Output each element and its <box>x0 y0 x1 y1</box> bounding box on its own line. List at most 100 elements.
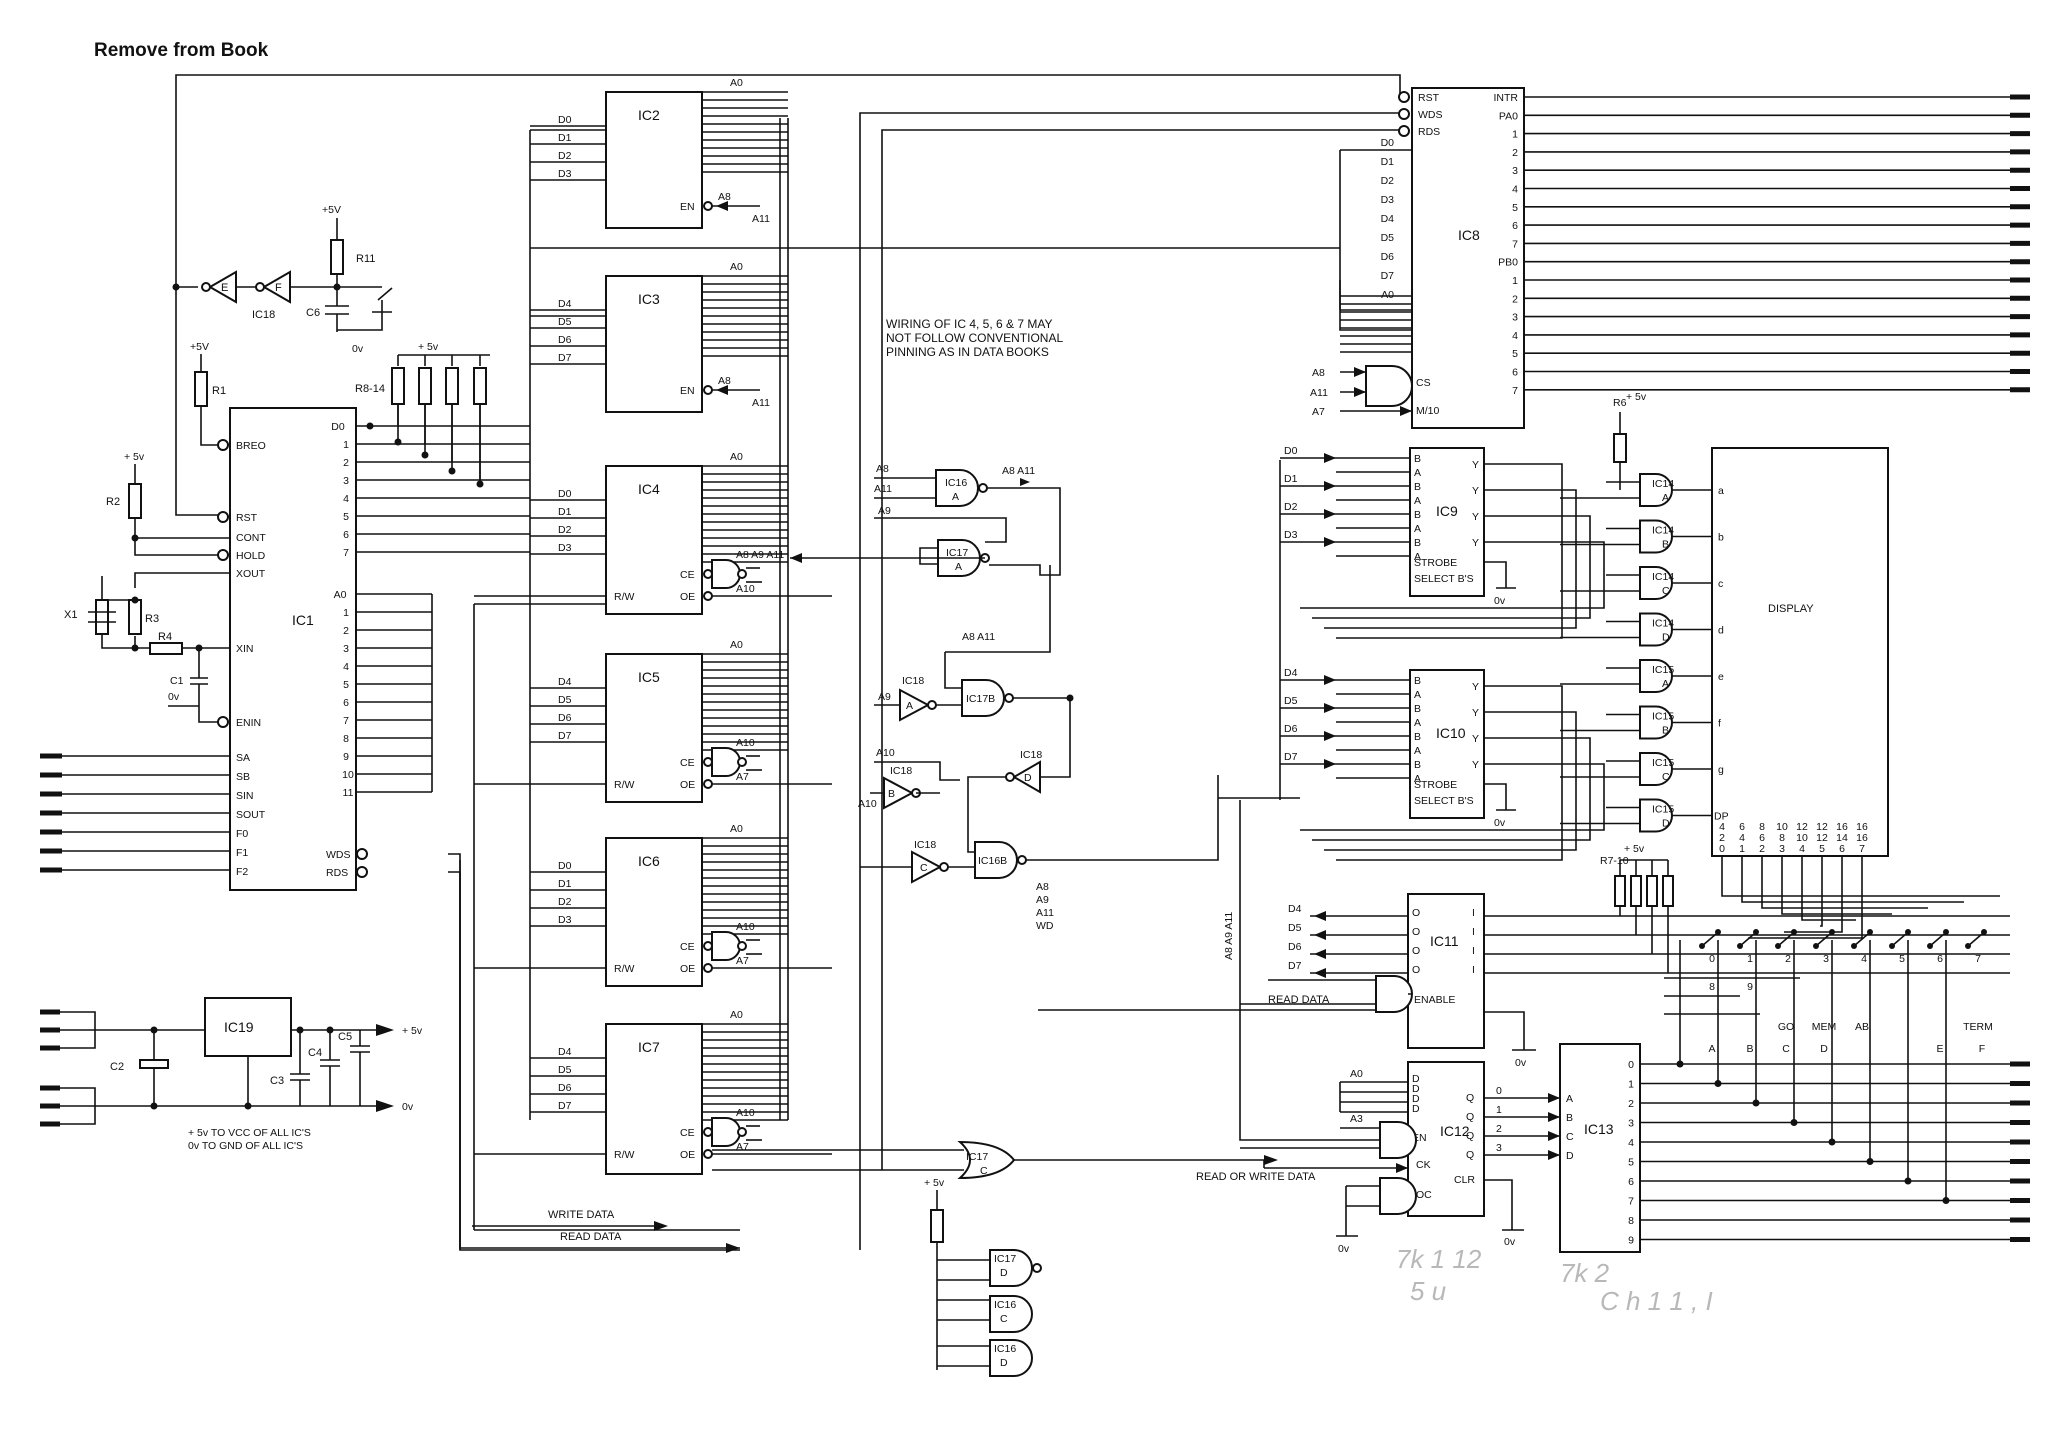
ic19-label: IC19 <box>224 1019 254 1035</box>
memory-en-label: EN <box>680 201 695 213</box>
ic9-body <box>1409 447 1485 597</box>
ic1-pin-d7: 7 <box>343 547 349 559</box>
c6-ground: 0v <box>352 343 364 355</box>
display-segment-pin: c <box>1718 578 1723 590</box>
ic1-data-bus <box>356 372 530 553</box>
junction <box>333 283 341 291</box>
ic16c-unit: C <box>1000 1313 1008 1325</box>
segment-gate-label: IC15 <box>1652 757 1674 769</box>
ic10-data-label: D6 <box>1284 723 1298 735</box>
junction <box>244 1102 252 1110</box>
segment-gate-unit: D <box>1662 632 1670 644</box>
memory-data-label: D6 <box>558 712 572 724</box>
display-digit-mid: 12 <box>1816 832 1828 844</box>
ic1-pin-a10: 10 <box>342 769 354 781</box>
ic12-body <box>1407 1061 1485 1217</box>
ic16b-label: IC16B <box>978 855 1007 867</box>
segment-gate-unit: D <box>1662 818 1670 830</box>
pin-bubble <box>1398 125 1410 137</box>
key-switch <box>1891 933 1907 947</box>
note-line-2: NOT FOLLOW CONVENTIONAL <box>886 331 1063 345</box>
memory-data-label: D4 <box>558 676 572 688</box>
ic10-output-line <box>1336 685 1563 861</box>
ic9-output-line <box>1300 541 1605 609</box>
crystal-x1 <box>95 599 109 635</box>
key-contact <box>1965 943 1971 949</box>
memory-data-label: D1 <box>558 878 572 890</box>
ic11-o-pin: O <box>1412 907 1420 919</box>
ic1-pin-a2: 2 <box>343 625 349 637</box>
memory-extra-1: A7 <box>736 1141 749 1153</box>
ic9-input-pin: B <box>1414 509 1421 521</box>
display-segment-pin: d <box>1718 625 1724 637</box>
decode-label-wd: WD <box>1036 920 1054 932</box>
ic8-port-pin: 7 <box>1512 385 1518 397</box>
ic8-port-pin: 3 <box>1512 165 1518 177</box>
ic1-pin-a11: 11 <box>343 787 354 799</box>
pin-bubble <box>703 591 713 601</box>
ic13-output-pin: 0 <box>1628 1059 1634 1071</box>
c2-label: C2 <box>110 1061 124 1073</box>
r7-10-label: R7-10 <box>1600 855 1629 867</box>
ic8-body <box>1411 87 1525 429</box>
ic1-pin-a9: 9 <box>343 751 349 763</box>
ic9-select-label: SELECT B'S <box>1414 573 1474 585</box>
r7-10-resistors <box>1614 859 1674 973</box>
key-label-go: GO <box>1778 1021 1794 1033</box>
memory-data-label: D2 <box>558 896 572 908</box>
resistor-r7-10 <box>1630 875 1642 907</box>
ic12-pin-q1: Q <box>1466 1111 1474 1123</box>
gate-ic12-oc <box>1379 1177 1417 1215</box>
handwriting-2: 5 u <box>1410 1276 1446 1306</box>
segment-gate-unit: C <box>1662 585 1670 597</box>
display-segment-pin: b <box>1718 532 1724 544</box>
memory-a0-label: A0 <box>730 451 743 463</box>
key-label-top: 4 <box>1861 953 1867 965</box>
pin-bubble <box>703 941 713 951</box>
ic10-body <box>1409 669 1485 819</box>
segment-gate <box>1639 566 1673 600</box>
ic10-input-pin: A <box>1414 745 1421 757</box>
pin-bubble <box>703 385 713 395</box>
display-segment-pin: g <box>1718 764 1724 776</box>
pin-bubble <box>703 779 713 789</box>
pin-bubble <box>1398 91 1410 103</box>
ic1-pin-xout: XOUT <box>236 568 266 580</box>
r2-label: R2 <box>106 496 120 508</box>
memory-extra-a11: A11 <box>752 397 770 409</box>
ic1-pin-xin: XIN <box>236 643 254 655</box>
display-digit-bot: 2 <box>1759 843 1765 855</box>
memory-bus-top <box>530 129 606 317</box>
ic8-pin-rst: RST <box>1418 92 1440 104</box>
key-label-top: 2 <box>1785 953 1791 965</box>
ic11-enable-label: ENABLE <box>1414 994 1455 1006</box>
ic1-pin-rst: RST <box>236 512 258 524</box>
arrow <box>1324 675 1336 685</box>
memory-oe-label: OE <box>680 591 695 603</box>
ic8-port-pin: 1 <box>1512 129 1518 141</box>
ic9-output-pin: Y <box>1472 459 1479 471</box>
resistor-r7-10 <box>1662 875 1674 907</box>
spare-voltage: + 5v <box>924 1177 945 1189</box>
memory-data-label: D5 <box>558 316 572 328</box>
ic9-output-line <box>1336 463 1563 639</box>
segment-gate-label: IC14 <box>1652 478 1674 490</box>
ic8-port-lines <box>1524 94 2030 393</box>
segment-gate-unit: C <box>1662 771 1670 783</box>
power-supply: IC19 + 5v 0v C2 C3 C4 C5 + 5v TO VCC OF … <box>40 997 423 1152</box>
memory-chip-label: IC3 <box>638 291 660 307</box>
data-direction-lines: WRITE DATA READ DATA <box>448 112 1400 1253</box>
memory-chip-5 <box>605 653 703 803</box>
memory-data-label: D3 <box>558 914 572 926</box>
key-label-hex: F <box>1979 1043 1985 1055</box>
ic13-label: IC13 <box>1584 1121 1614 1137</box>
ic10-output-line <box>1312 737 1591 841</box>
page-heading: Remove from Book <box>94 40 269 61</box>
ic10-strobe-label: STROBE <box>1414 779 1457 791</box>
pin-bubble <box>703 569 713 579</box>
ic13-output-pin: 5 <box>1628 1157 1634 1169</box>
arrow <box>1324 759 1336 769</box>
c5-label: C5 <box>338 1031 352 1043</box>
ic9-label: IC9 <box>1436 503 1458 519</box>
junction <box>131 534 139 542</box>
